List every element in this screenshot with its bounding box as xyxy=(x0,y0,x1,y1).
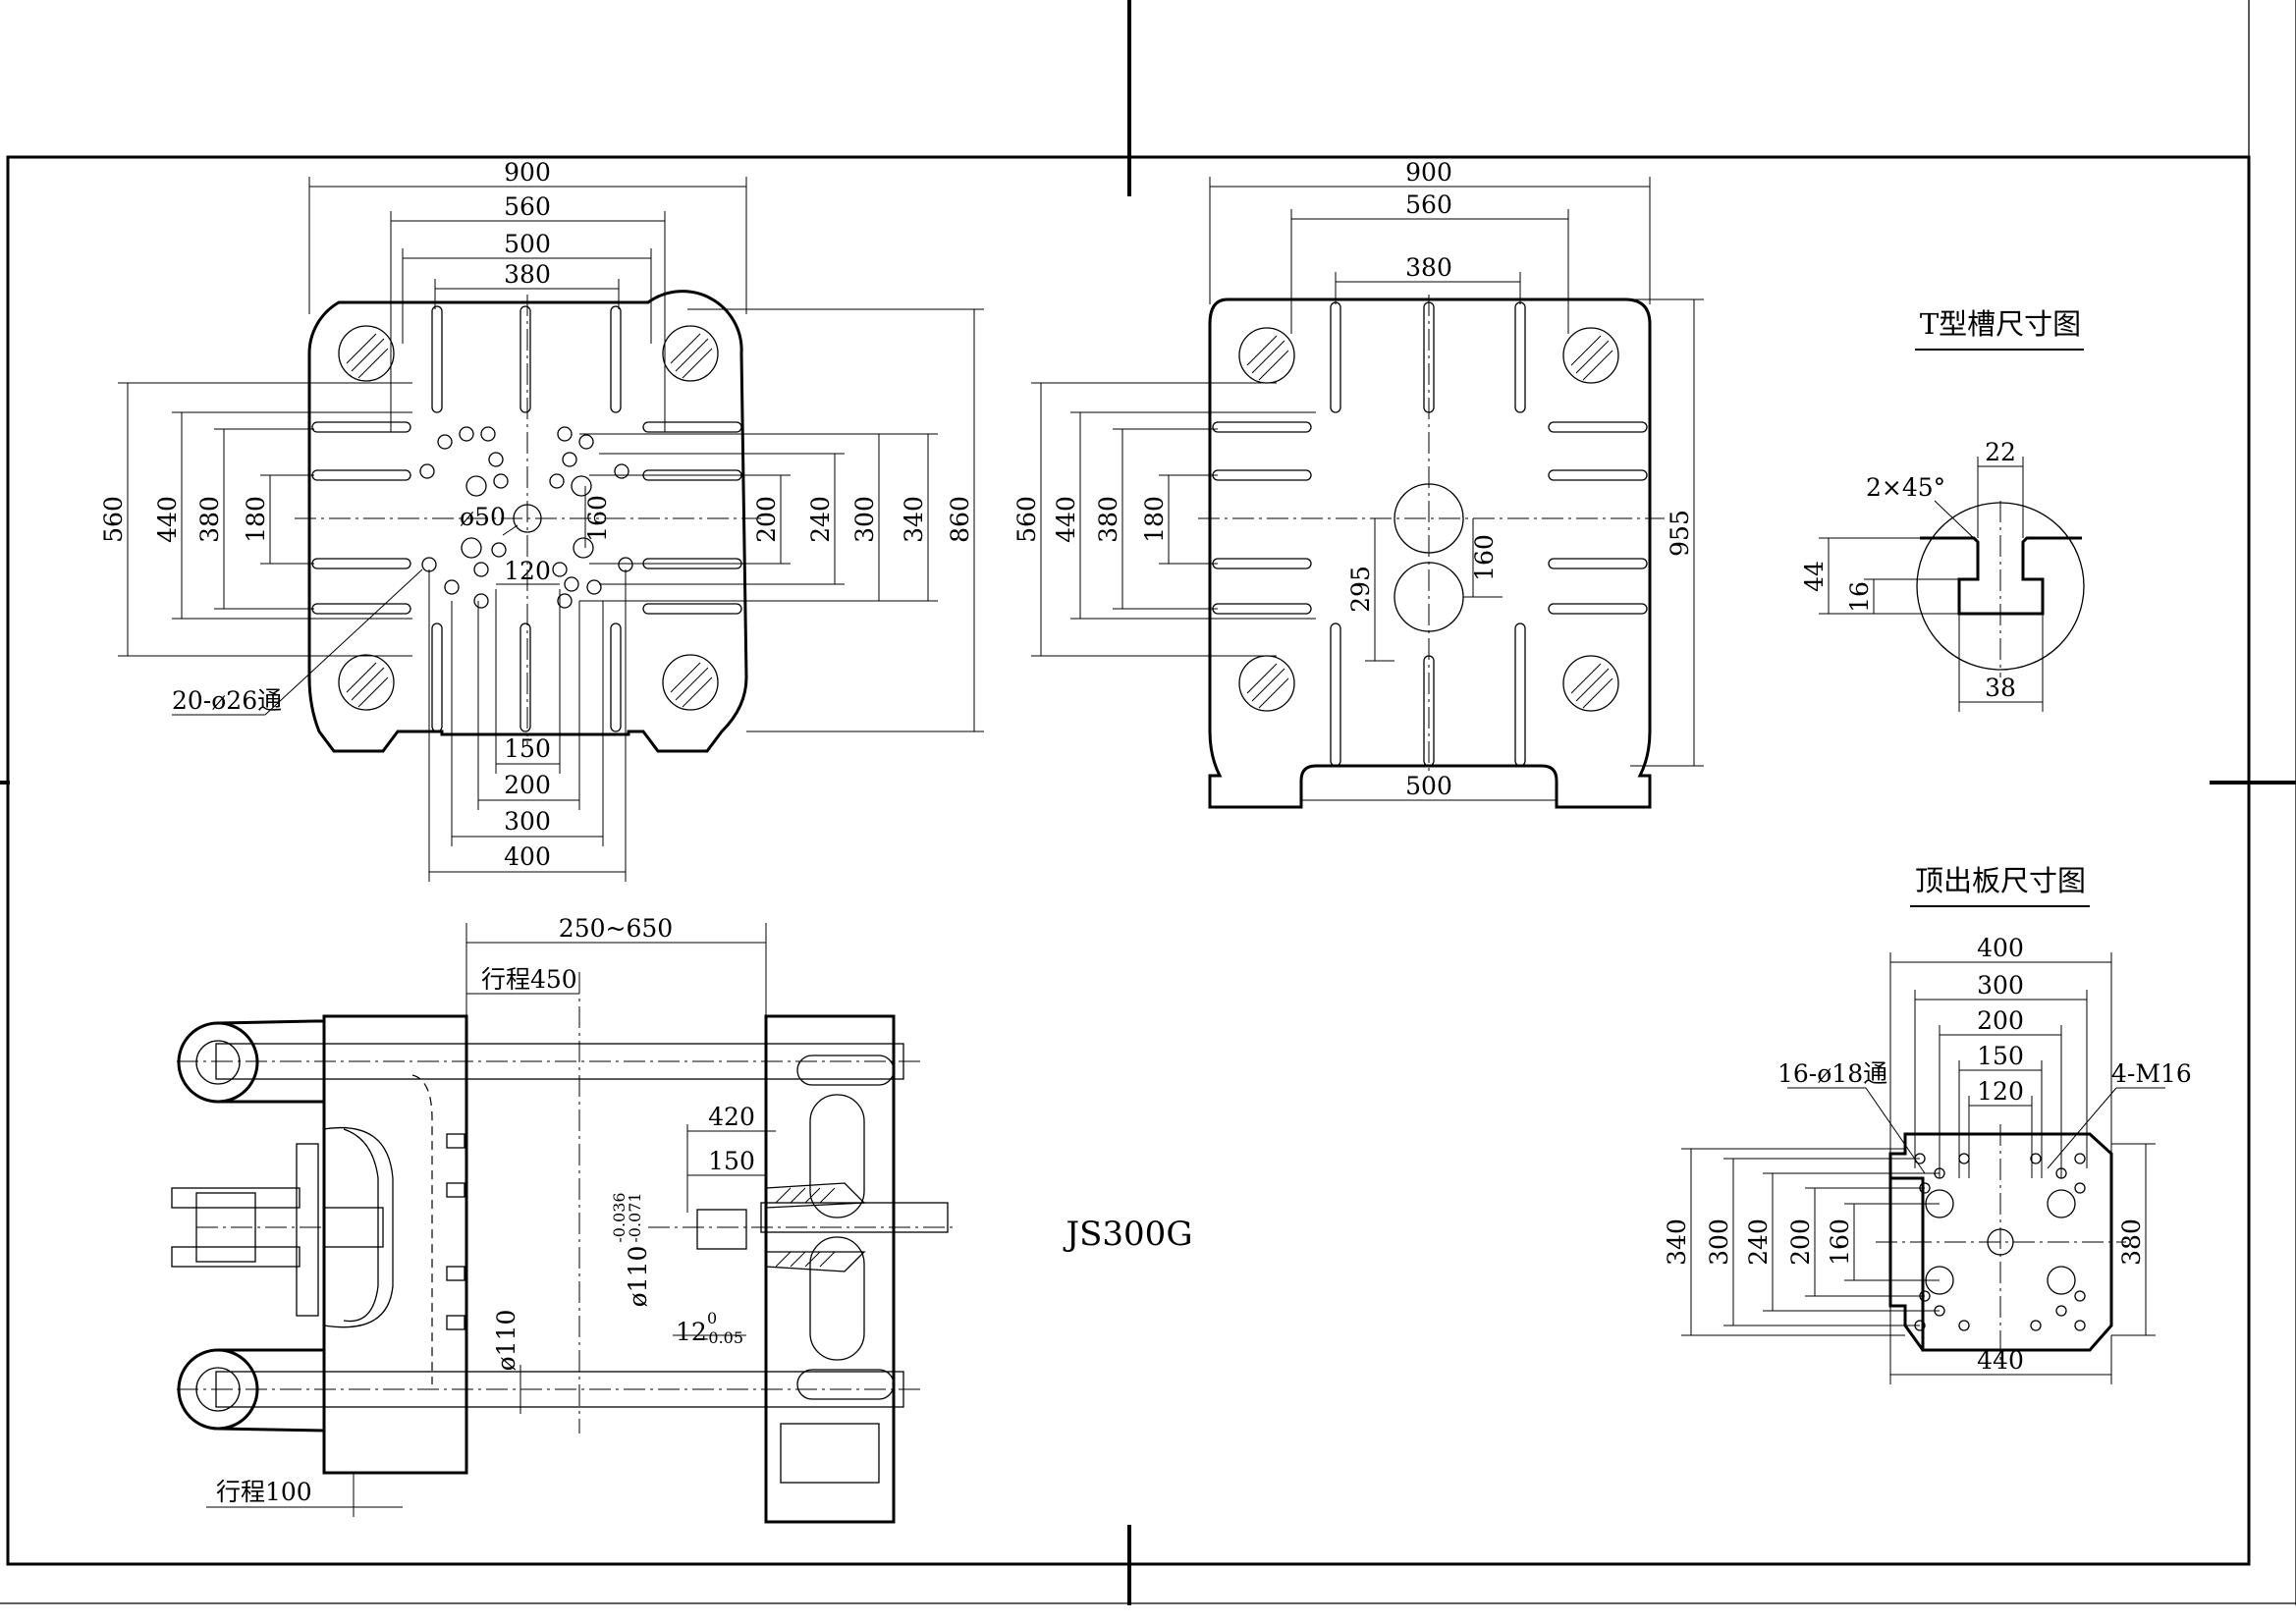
ejector-dim-200: 200 xyxy=(1977,1006,2024,1035)
ejector-dim-left-300: 300 xyxy=(1705,1218,1733,1266)
fixed-dim-bottom-300: 300 xyxy=(504,807,551,836)
t-slot-dim-44: 44 xyxy=(1800,561,1829,592)
t-slot-dim-16: 16 xyxy=(1845,581,1874,613)
moving-dim-380: 380 xyxy=(1405,253,1452,282)
side-key-width: 12 xyxy=(676,1318,707,1346)
ejector-dim-150: 150 xyxy=(1977,1042,2024,1070)
moving-dim-160: 160 xyxy=(1470,534,1499,581)
fixed-platen-view: 900 560 500 380 560 440 380 180 xyxy=(99,158,984,882)
fixed-dim-left-440: 440 xyxy=(153,496,182,543)
moving-dim-left-380: 380 xyxy=(1094,496,1122,543)
moving-dim-560: 560 xyxy=(1405,190,1452,219)
side-opening-range: 250~650 xyxy=(559,914,673,943)
fixed-dim-right-300: 300 xyxy=(850,496,879,543)
fixed-dim-bottom-150: 150 xyxy=(504,734,551,763)
ejector-dim-left-340: 340 xyxy=(1663,1218,1691,1266)
t-slot-dim-22: 22 xyxy=(1985,438,2016,466)
ejector-dim-120: 120 xyxy=(1977,1077,2024,1106)
moving-dim-955: 955 xyxy=(1666,510,1694,557)
side-shaft-tol-lower: -0.071 xyxy=(626,1192,644,1242)
moving-dim-left-560: 560 xyxy=(1012,496,1041,543)
fixed-dim-bottom-200: 200 xyxy=(504,771,551,799)
fixed-dim-bottom-400: 400 xyxy=(504,842,551,871)
fixed-dim-right-200: 200 xyxy=(752,496,781,543)
t-slot-title: T型槽尺寸图 xyxy=(1920,307,2081,341)
side-shaft-tol-upper: -0.036 xyxy=(610,1192,629,1242)
fixed-dim-left-380: 380 xyxy=(195,496,224,543)
moving-dim-295: 295 xyxy=(1346,566,1375,613)
fixed-dim-right-340: 340 xyxy=(900,496,928,543)
ejector-dim-left-160: 160 xyxy=(1826,1218,1854,1266)
fixed-dim-left-560: 560 xyxy=(99,496,128,543)
ejector-dim-400: 400 xyxy=(1977,934,2024,962)
side-tiebar-dia: ø110 xyxy=(492,1310,520,1372)
side-key-tol-lower: -0.05 xyxy=(703,1328,743,1347)
ejector-dim-300: 300 xyxy=(1977,971,2024,1000)
model-label: JS300G xyxy=(1064,1215,1193,1254)
ejector-thread-note: 4-M16 xyxy=(2111,1059,2192,1088)
ejector-holes-note: 16-ø18通 xyxy=(1777,1059,1887,1088)
fixed-dim-500: 500 xyxy=(504,230,551,258)
moving-dim-left-440: 440 xyxy=(1052,496,1080,543)
moving-dim-left-180: 180 xyxy=(1140,496,1169,543)
moving-dim-500: 500 xyxy=(1405,772,1452,800)
fixed-hole-pitch: 120 xyxy=(504,557,551,585)
moving-platen-view: 900 560 380 560 440 380 180 295 160 955 … xyxy=(1012,158,1704,809)
fixed-dim-380: 380 xyxy=(504,260,551,289)
side-shaft-dia: ø110 xyxy=(624,1246,652,1308)
ejector-plate-detail: 顶出板尺寸图 xyxy=(1663,864,2192,1384)
fixed-dim-right-240: 240 xyxy=(806,496,835,543)
side-key-tol-upper: 0 xyxy=(707,1309,717,1327)
clamp-side-view: 250~650 行程450 420 150 ø110 -0.036 -0.071… xyxy=(171,914,957,1524)
fixed-dim-left-180: 180 xyxy=(242,496,270,543)
ejector-title: 顶出板尺寸图 xyxy=(1915,864,2086,897)
side-dim-150: 150 xyxy=(708,1147,755,1175)
t-slot-chamfer: 2×45° xyxy=(1866,473,1945,502)
side-stroke-450: 行程450 xyxy=(481,965,577,994)
ejector-dim-left-240: 240 xyxy=(1744,1218,1773,1266)
fixed-center-hole-label: ø50 xyxy=(460,503,506,531)
ejector-dim-bottom-440: 440 xyxy=(1977,1346,2024,1375)
side-ejector-stroke: 行程100 xyxy=(216,1478,312,1506)
ejector-dim-left-200: 200 xyxy=(1786,1218,1815,1266)
fixed-hole-note: 20-ø26通 xyxy=(172,686,282,715)
fixed-dim-900: 900 xyxy=(504,158,551,187)
fixed-dim-560: 560 xyxy=(504,192,551,221)
moving-dim-900: 900 xyxy=(1405,158,1452,187)
side-dim-420: 420 xyxy=(708,1103,755,1131)
fixed-dim-right-860: 860 xyxy=(946,496,974,543)
fixed-hole-vert: 160 xyxy=(583,495,612,542)
t-slot-dim-38: 38 xyxy=(1985,674,2016,702)
t-slot-detail: T型槽尺寸图 22 2×45° 44 16 38 xyxy=(1800,307,2085,712)
ejector-dim-right-380: 380 xyxy=(2117,1218,2146,1266)
